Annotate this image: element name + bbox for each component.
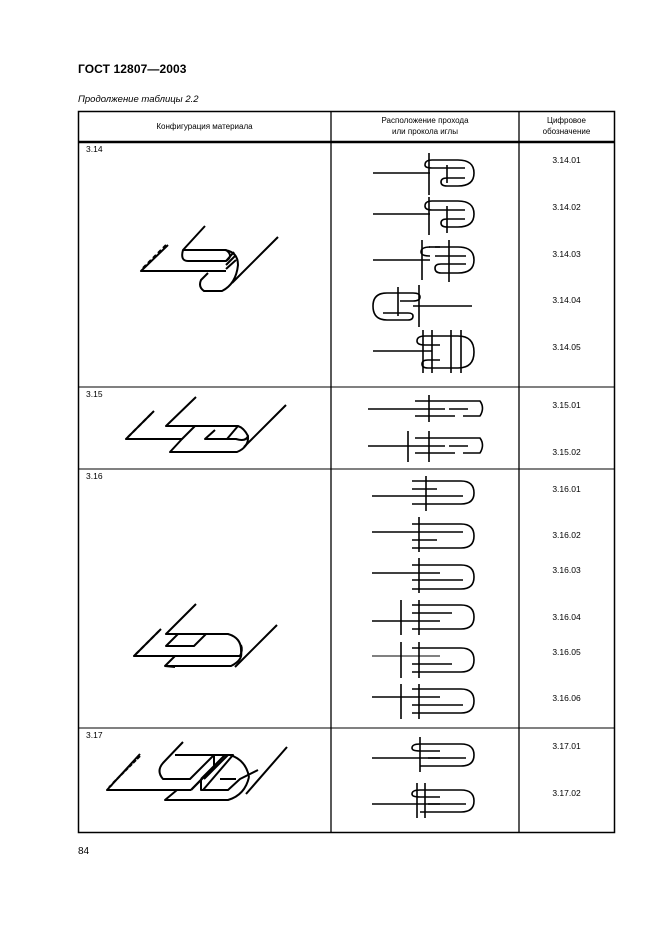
code-3-15-02: 3.15.02 — [552, 447, 581, 457]
row-label-3-15: 3.15 — [86, 389, 103, 399]
material-config-3-14-drawing — [140, 225, 279, 292]
stitch-3-14-05-drawing — [373, 330, 475, 373]
header-material-configuration: Конфигурация материала — [156, 122, 253, 131]
code-3-16-01: 3.16.01 — [552, 484, 581, 494]
code-3-14-02: 3.14.02 — [552, 202, 581, 212]
page-number: 84 — [78, 846, 90, 857]
stitch-3-17-02-drawing — [372, 783, 475, 818]
stitch-3-16-03-drawing — [372, 558, 475, 593]
stitch-3-14-04-drawing — [372, 285, 472, 327]
material-config-3-16-drawing — [133, 603, 278, 668]
document-title: ГОСТ 12807—2003 — [78, 62, 187, 76]
header-needle-position-line1: Расположение прохода — [381, 116, 469, 125]
stitch-3-17-01-drawing — [372, 737, 475, 772]
stitch-3-14-02-drawing — [373, 197, 475, 235]
code-3-15-01: 3.15.01 — [552, 400, 581, 410]
header-digital-designation-line2: обозначение — [542, 127, 591, 136]
stitch-3-16-05-drawing — [372, 642, 475, 678]
row-label-3-16: 3.16 — [86, 471, 103, 481]
row-label-3-17: 3.17 — [86, 730, 103, 740]
code-3-16-06: 3.16.06 — [552, 693, 581, 703]
header-needle-position: Расположение прохода или прокола иглы — [331, 115, 519, 137]
code-3-16-03: 3.16.03 — [552, 565, 581, 575]
stitch-3-15-02-drawing — [368, 431, 484, 462]
header-digital-designation-line1: Цифровое — [547, 116, 586, 125]
stitch-3-16-04-drawing — [372, 600, 475, 635]
code-3-16-02: 3.16.02 — [552, 530, 581, 540]
code-3-14-04: 3.14.04 — [552, 295, 581, 305]
stitch-3-16-02-drawing — [372, 517, 475, 552]
stitch-3-15-01-drawing — [368, 395, 484, 422]
table-caption: Продолжение таблицы 2.2 — [78, 94, 199, 105]
code-3-16-04: 3.16.04 — [552, 612, 581, 622]
stitch-3-14-03-drawing — [373, 240, 475, 282]
row-label-3-14: 3.14 — [86, 144, 103, 154]
stitch-3-14-01-drawing — [373, 153, 475, 195]
code-3-14-01: 3.14.01 — [552, 155, 581, 165]
header-needle-position-line2: или прокола иглы — [392, 127, 458, 136]
code-3-14-05: 3.14.05 — [552, 342, 581, 352]
code-3-17-01: 3.17.01 — [552, 741, 581, 751]
code-3-14-03: 3.14.03 — [552, 249, 581, 259]
material-config-3-17-drawing — [106, 741, 288, 801]
header-digital-designation: Цифровое обозначение — [519, 115, 614, 137]
material-config-3-15-drawing — [125, 396, 287, 453]
stitch-3-16-01-drawing — [372, 476, 475, 511]
code-3-16-05: 3.16.05 — [552, 647, 581, 657]
stitch-3-16-06-drawing — [372, 684, 475, 719]
code-3-17-02: 3.17.02 — [552, 788, 581, 798]
